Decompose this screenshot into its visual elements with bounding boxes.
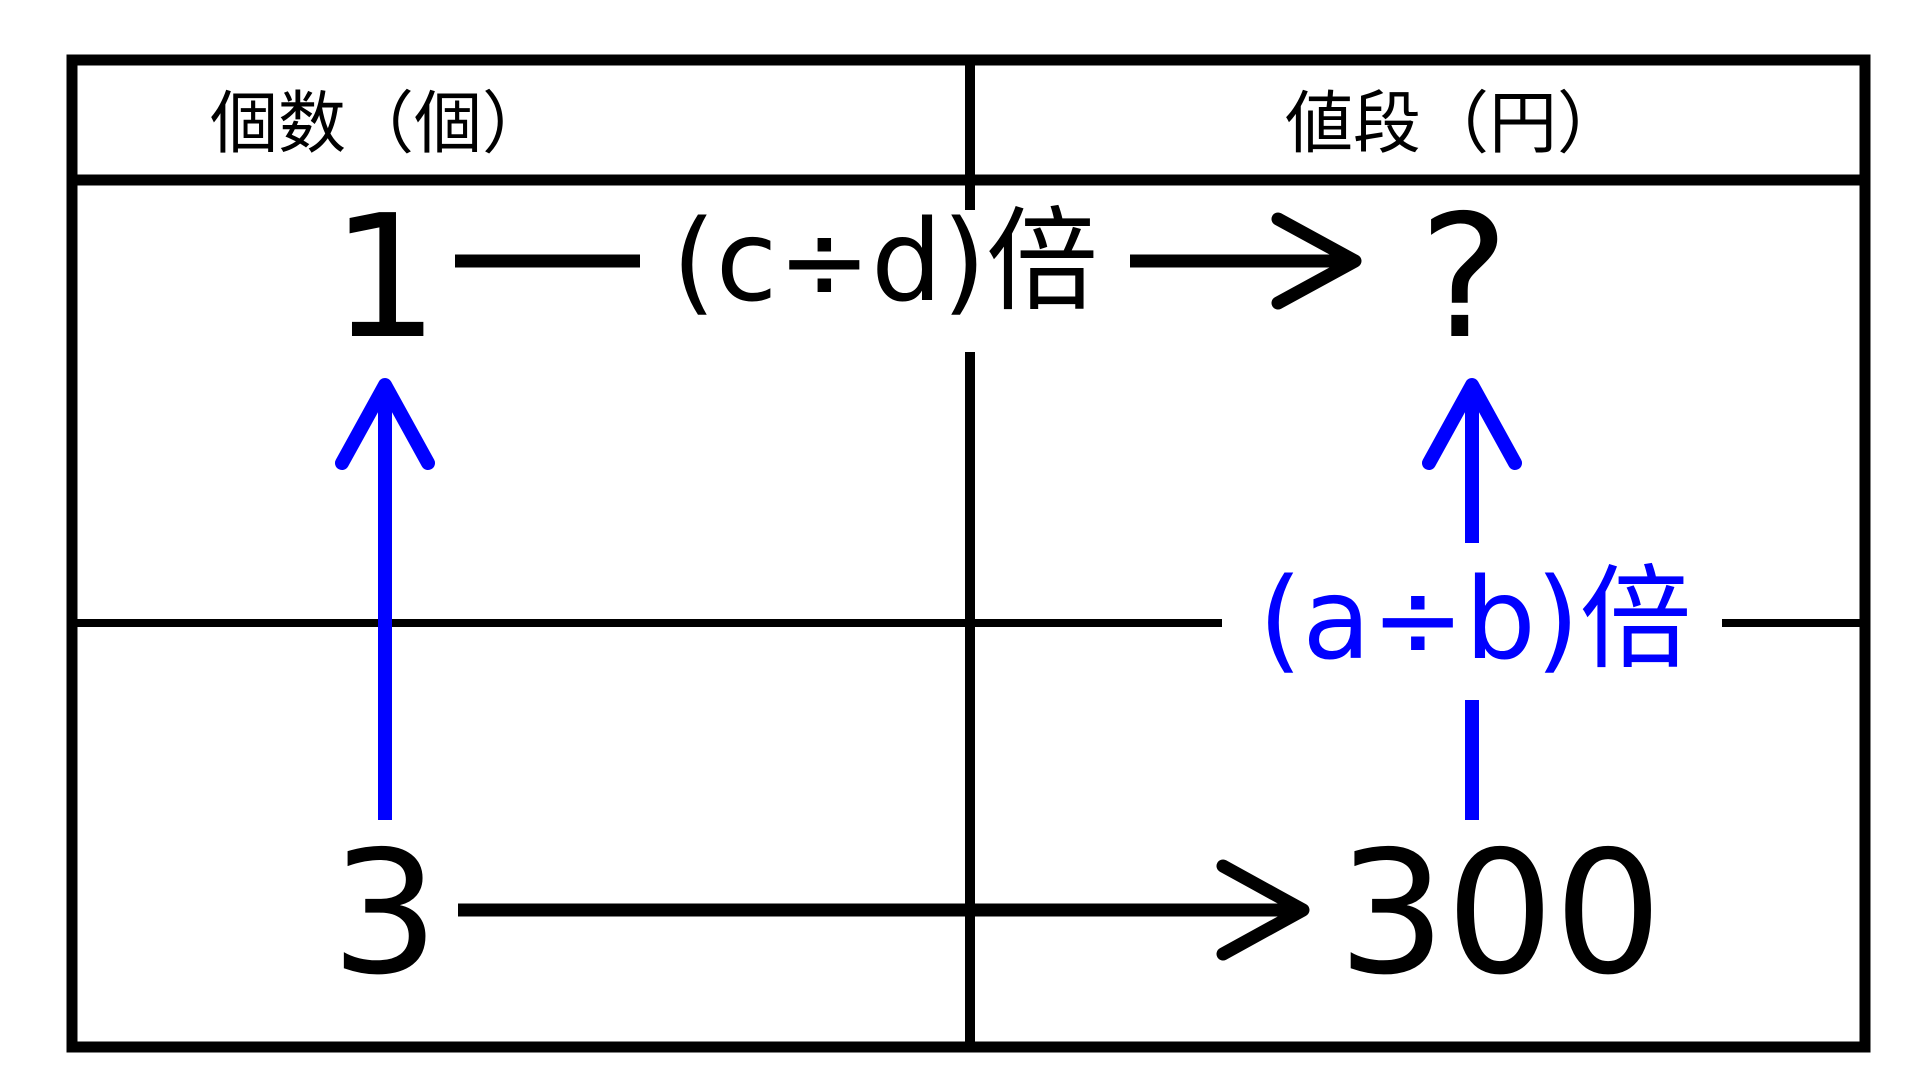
header-count: 個数（個） bbox=[210, 85, 550, 164]
right-blue-arrow-head bbox=[1422, 378, 1522, 470]
header-price: 値段（円） bbox=[1285, 85, 1625, 164]
vertical-multiplier-label: (a÷b)倍 bbox=[1259, 555, 1692, 685]
top-arrow-head bbox=[1271, 212, 1362, 310]
bottom-arrow-head bbox=[1216, 859, 1310, 961]
count-top-value: 1 bbox=[331, 179, 439, 377]
count-bottom-value: 3 bbox=[331, 815, 439, 1013]
price-top-value: ? bbox=[1419, 179, 1509, 377]
price-bottom-value: 300 bbox=[1338, 815, 1662, 1013]
left-blue-arrow-head bbox=[335, 378, 435, 470]
horizontal-multiplier-label: (c÷d)倍 bbox=[672, 197, 1098, 327]
